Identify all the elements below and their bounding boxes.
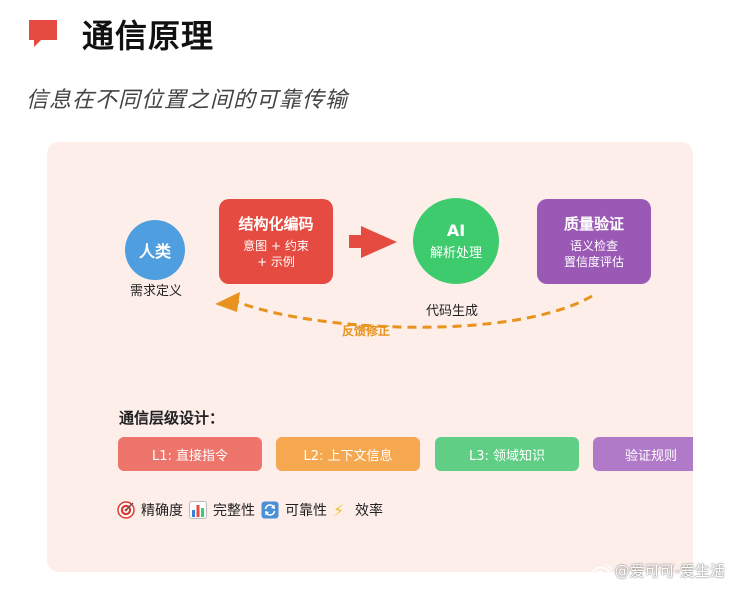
page-header: 通信原理 xyxy=(26,14,215,55)
layer-l3: L3: 领域知识 xyxy=(435,437,579,471)
legend-item-reliability: 可靠性 xyxy=(261,500,327,520)
watermark-text: @爱可可-爱生活 xyxy=(614,562,725,580)
bar-chart-icon xyxy=(189,501,207,519)
legend-label-reliability: 可靠性 xyxy=(285,503,327,519)
verify-line1: 语义检查 xyxy=(569,239,618,253)
feedback-label: 反馈修正 xyxy=(342,324,391,338)
ai-label: AI xyxy=(446,221,466,240)
layer-l2: L2: 上下文信息 xyxy=(276,437,420,471)
speech-bubble-icon xyxy=(29,20,57,47)
feedback-arrowhead xyxy=(215,292,240,312)
page-title: 通信原理 xyxy=(82,17,215,55)
lightning-icon: ⚡ xyxy=(333,500,345,520)
layers-title: 通信层级设计： xyxy=(119,409,225,427)
legend-label-completeness: 完整性 xyxy=(213,503,255,519)
verify-node: 质量验证 语义检查 置信度评估 xyxy=(537,199,651,284)
legend-item-completeness: 完整性 xyxy=(189,500,255,520)
code-gen-label: 代码生成 xyxy=(426,304,479,319)
layer-verify-rules: 验证规则 xyxy=(593,437,693,471)
weibo-icon xyxy=(591,563,612,579)
feedback-curve xyxy=(231,294,593,329)
verify-line2: 置信度评估 xyxy=(563,255,624,269)
ai-sub: 解析处理 xyxy=(429,246,482,261)
encode-line2: + 示例 xyxy=(257,255,295,269)
ai-node: AI 解析处理 xyxy=(413,198,499,284)
human-node: 人类 xyxy=(125,220,185,280)
legend-label-efficiency: 效率 xyxy=(355,503,383,519)
flow-arrows xyxy=(215,226,593,329)
human-caption: 需求定义 xyxy=(129,284,182,299)
refresh-icon xyxy=(261,501,279,519)
layer-l1: L1: 直接指令 xyxy=(118,437,262,471)
legend: 精确度 完整性 可靠性 ⚡ 效率 xyxy=(117,500,389,520)
encode-label: 结构化编码 xyxy=(238,215,314,233)
encode-line1: 意图 + 约束 xyxy=(243,239,309,253)
target-icon xyxy=(117,501,135,519)
human-label: 人类 xyxy=(138,242,171,261)
page-subtitle: 信息在不同位置之间的可靠传输 xyxy=(26,88,349,113)
watermark: @爱可可-爱生活 xyxy=(591,560,725,581)
legend-item-efficiency: ⚡ 效率 xyxy=(333,500,383,520)
encode-node: 结构化编码 意图 + 约束 + 示例 xyxy=(219,199,333,284)
legend-item-precision: 精确度 xyxy=(117,500,183,520)
verify-label: 质量验证 xyxy=(563,215,624,233)
legend-label-precision: 精确度 xyxy=(141,503,183,519)
forward-arrow xyxy=(349,226,397,258)
diagram-panel: 人类 需求定义 结构化编码 意图 + 约束 + 示例 AI 解析处理 质量验证 … xyxy=(47,142,693,572)
